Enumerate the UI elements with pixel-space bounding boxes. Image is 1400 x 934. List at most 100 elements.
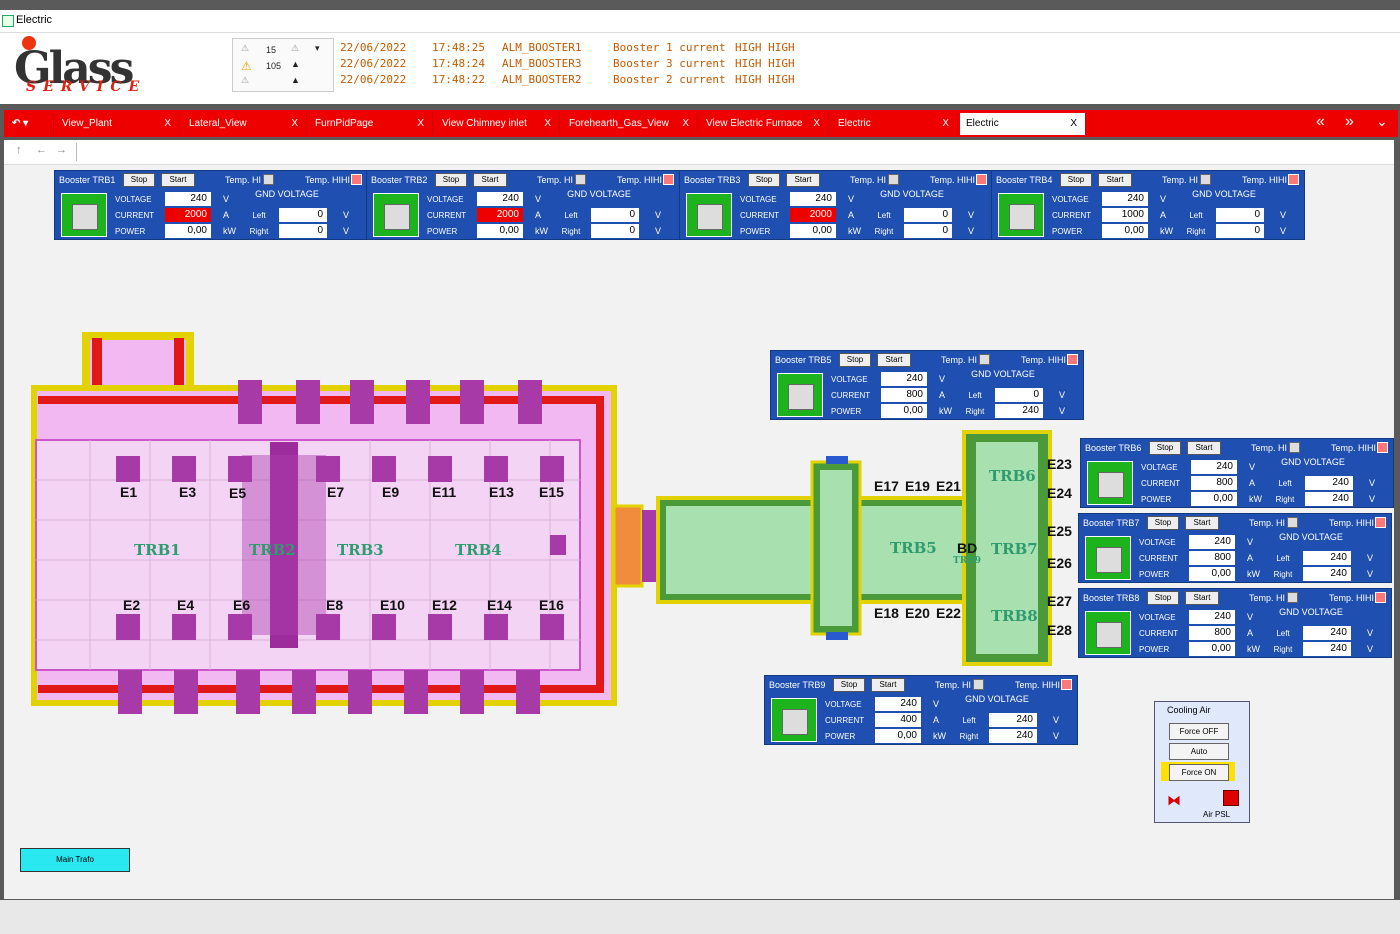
power-value: 0,00: [1102, 224, 1148, 238]
stop-button[interactable]: Stop: [748, 173, 780, 187]
furnace-throat-block: [550, 535, 566, 555]
stop-button[interactable]: Stop: [1147, 516, 1179, 530]
tab-next-button[interactable]: »: [1345, 113, 1354, 130]
gnd-voltage-label: GND VOLTAGE: [567, 189, 631, 199]
stop-button[interactable]: Stop: [123, 173, 155, 187]
close-icon[interactable]: X: [682, 118, 689, 129]
forehearth-cross-glass: [820, 470, 852, 626]
temp-hihi-indicator: [351, 174, 362, 185]
electrode-label: E21: [936, 478, 961, 494]
furnace-wall-right: [596, 396, 604, 693]
tab-menu-button[interactable]: ↶ ▾: [6, 113, 54, 135]
right-label: Right: [1186, 227, 1206, 236]
voltage-unit: V: [1247, 612, 1254, 622]
chimney-wall: [92, 338, 102, 398]
trafo-icon[interactable]: [686, 193, 732, 237]
stop-button[interactable]: Stop: [833, 678, 865, 692]
stop-button[interactable]: Stop: [1147, 591, 1179, 605]
stop-button[interactable]: Stop: [1060, 173, 1092, 187]
start-button[interactable]: Start: [161, 173, 195, 187]
voltage-unit: V: [1160, 194, 1167, 204]
close-icon[interactable]: X: [417, 118, 424, 129]
close-icon[interactable]: X: [544, 118, 551, 129]
gnd-left-value: 240: [1303, 626, 1351, 640]
temp-hi-label: Temp. HI: [537, 175, 574, 185]
electrode-label: E20: [905, 605, 930, 621]
furnace-barrier-zone: [242, 455, 326, 635]
force-on-button[interactable]: Force ON: [1169, 764, 1229, 781]
close-icon[interactable]: X: [164, 118, 171, 129]
start-button[interactable]: Start: [1187, 441, 1221, 455]
temp-hi-label: Temp. HI: [935, 680, 972, 690]
trafo-icon[interactable]: [771, 698, 817, 742]
current-label: CURRENT: [1052, 211, 1092, 220]
back-arrow-icon[interactable]: ←: [36, 144, 47, 156]
start-button[interactable]: Start: [473, 173, 507, 187]
trafo-icon[interactable]: [998, 193, 1044, 237]
trafo-icon[interactable]: [61, 193, 107, 237]
trafo-icon[interactable]: [1085, 536, 1131, 580]
close-icon[interactable]: X: [291, 118, 298, 129]
voltage-value: 240: [790, 192, 836, 206]
left-label: Left: [962, 716, 976, 725]
ack-icon[interactable]: ▲: [291, 59, 300, 69]
port-bottom: [826, 632, 848, 640]
tab-menu-chevron[interactable]: ⌄: [1376, 113, 1388, 129]
start-button[interactable]: Start: [1185, 516, 1219, 530]
right-label: Right: [561, 227, 581, 236]
main-trafo-button[interactable]: Main Trafo: [20, 848, 130, 872]
temp-hihi-indicator: [1375, 517, 1386, 528]
current-unit: A: [535, 210, 542, 220]
start-button[interactable]: Start: [871, 678, 905, 692]
power-value: 0,00: [1191, 492, 1237, 506]
gnd-left-unit: V: [1280, 210, 1287, 220]
stop-button[interactable]: Stop: [839, 353, 871, 367]
booster-title: Booster TRB2: [371, 175, 428, 185]
gnd-voltage-label: GND VOLTAGE: [880, 189, 944, 199]
close-icon[interactable]: X: [1070, 118, 1077, 129]
chevron-down-icon[interactable]: ▾: [315, 43, 320, 53]
gnd-voltage-label: GND VOLTAGE: [1279, 532, 1343, 542]
alarm-summary[interactable]: ⚠ 15 ⚠ ▾ ⚠ 105 ▲ ⚠ ▲: [232, 38, 334, 92]
start-button[interactable]: Start: [1098, 173, 1132, 187]
start-button[interactable]: Start: [877, 353, 911, 367]
tab-prev-button[interactable]: «: [1316, 113, 1325, 130]
start-button[interactable]: Start: [1185, 591, 1219, 605]
auto-button[interactable]: Auto: [1169, 743, 1229, 760]
right-label: Right: [1273, 570, 1293, 579]
left-label: Left: [564, 211, 578, 220]
stop-button[interactable]: Stop: [1149, 441, 1181, 455]
temp-hi-indicator: [575, 174, 586, 185]
alarm-list-icon[interactable]: ▲: [291, 75, 300, 85]
zone-label: TRB7: [991, 540, 1038, 558]
gnd-left-unit: V: [343, 210, 350, 220]
trafo-icon[interactable]: [373, 193, 419, 237]
trafo-icon[interactable]: [777, 373, 823, 417]
up-arrow-icon[interactable]: ↑: [16, 144, 22, 156]
start-button[interactable]: Start: [786, 173, 820, 187]
trafo-icon[interactable]: [1085, 611, 1131, 655]
close-icon[interactable]: X: [942, 118, 949, 129]
gnd-right-unit: V: [1059, 406, 1066, 416]
trafo-icon[interactable]: [1087, 461, 1133, 505]
temp-hi-label: Temp. HI: [941, 355, 978, 365]
forward-arrow-icon[interactable]: →: [56, 144, 67, 156]
temp-hihi-indicator: [1377, 442, 1388, 453]
close-icon[interactable]: X: [813, 118, 820, 129]
sound-icon[interactable]: ⚠: [291, 43, 300, 53]
force-off-button[interactable]: Force OFF: [1169, 723, 1229, 740]
stop-button[interactable]: Stop: [435, 173, 467, 187]
electrode-label: E3: [179, 484, 197, 500]
